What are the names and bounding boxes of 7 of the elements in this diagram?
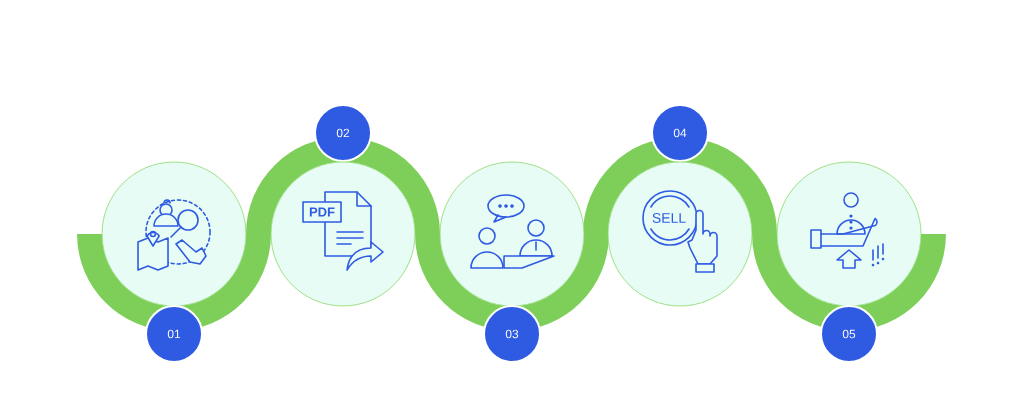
number-badge: 04 [651,104,709,162]
number-badge: 02 [314,104,372,162]
sell-button-drawing: SELL [642,190,718,273]
document-drawing: PDF [302,191,384,271]
number-badge: 05 [820,305,878,363]
number-badge: 01 [145,305,203,363]
number-badge: 03 [483,305,541,363]
